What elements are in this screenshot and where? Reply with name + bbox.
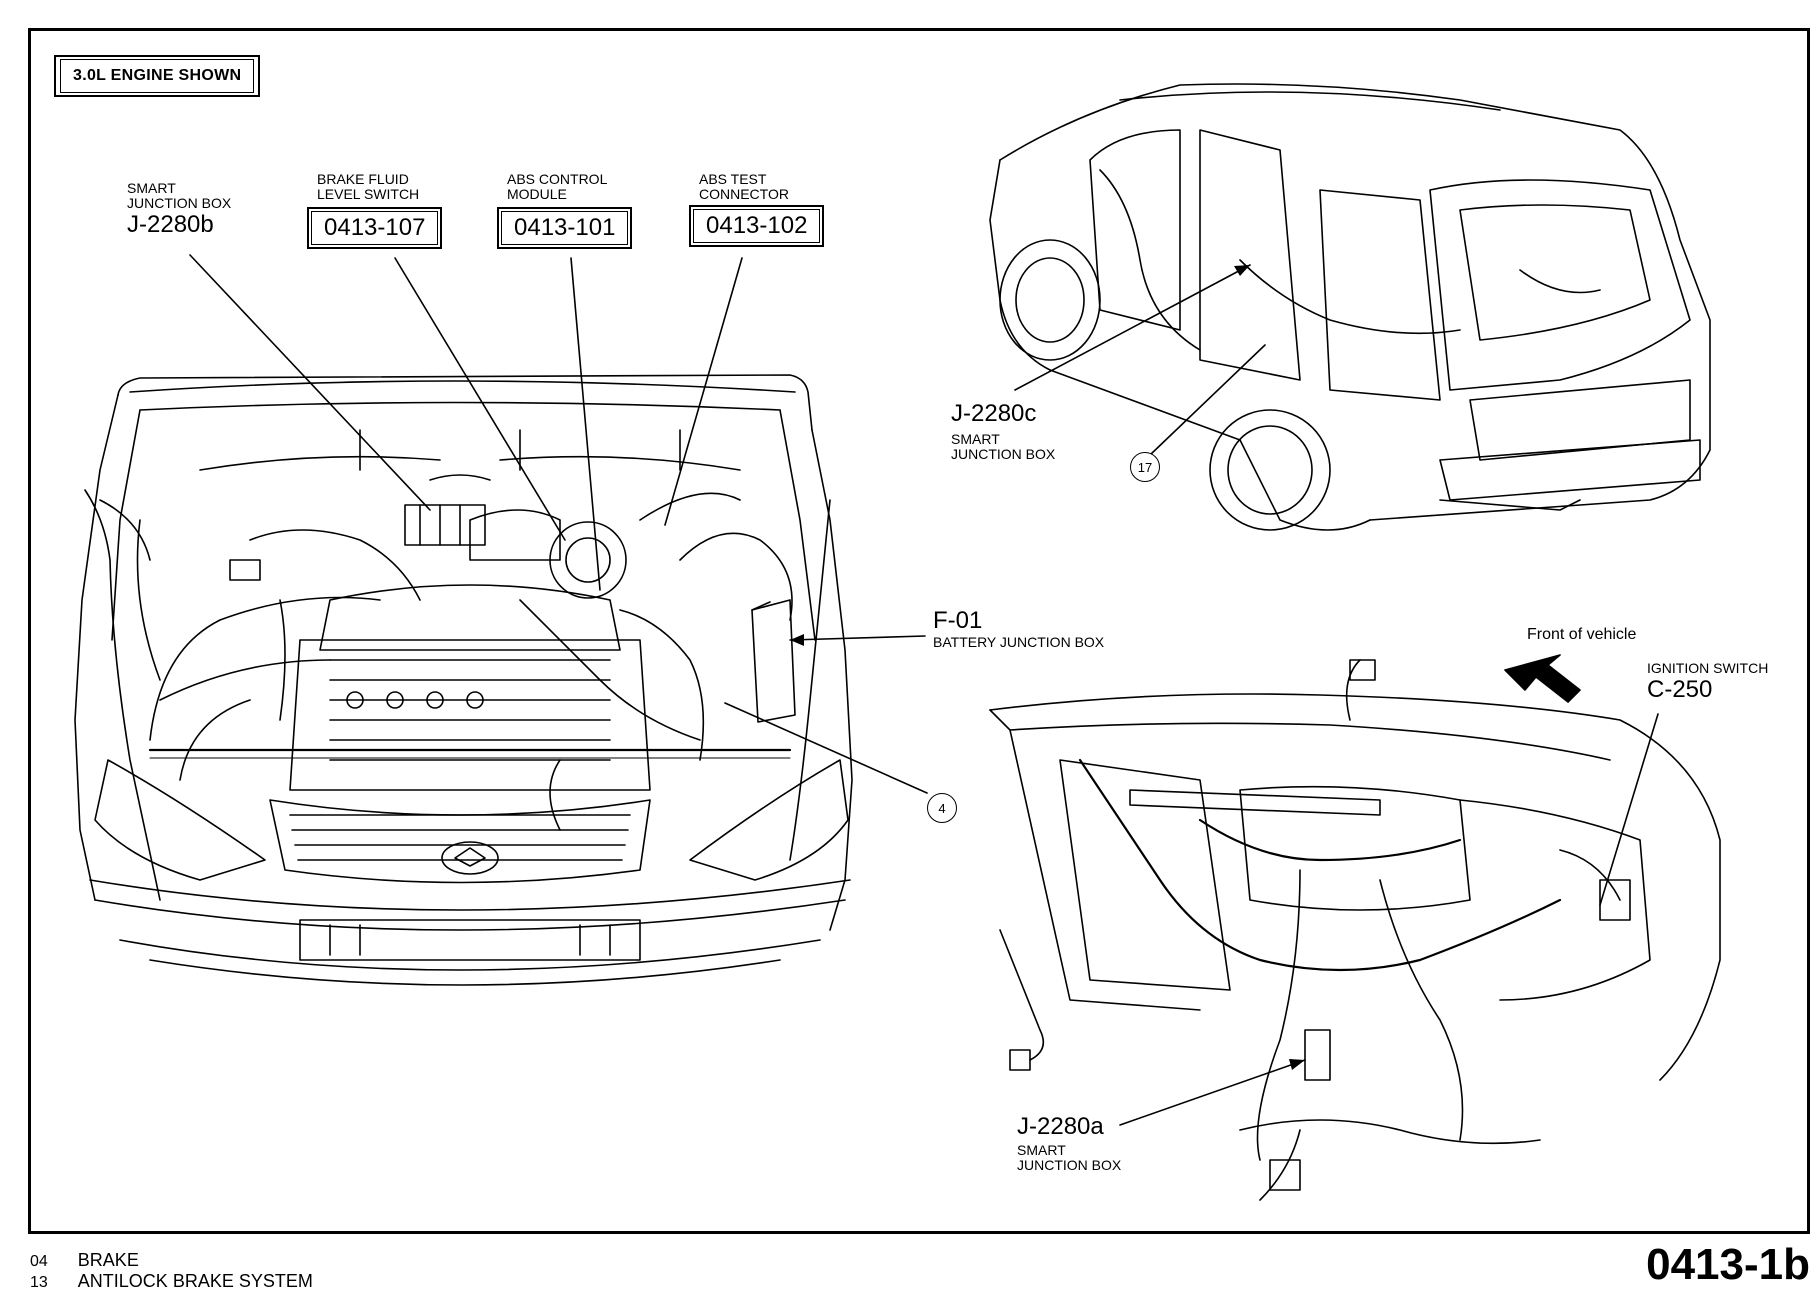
label-battery-junction-box: F-01 BATTERY JUNCTION BOX xyxy=(933,607,1104,650)
label-brake-fluid-level-switch: BRAKE FLUID LEVEL SWITCH xyxy=(317,172,419,202)
instrument-panel-illustration xyxy=(989,654,1721,1201)
label-line: JUNCTION BOX xyxy=(127,195,232,211)
label-line: JUNCTION BOX xyxy=(951,446,1056,462)
connector-code: J-2280c xyxy=(951,400,1037,427)
footer-section-number: 13 xyxy=(30,1274,48,1291)
label-line: BATTERY JUNCTION BOX xyxy=(933,634,1105,650)
connector-code: J-2280a xyxy=(1017,1113,1104,1140)
label-line: SMART xyxy=(1017,1142,1066,1158)
label-line: MODULE xyxy=(507,186,567,202)
label-abs-test-connector: ABS TEST CONNECTOR xyxy=(699,172,789,202)
connector-code: J-2280b xyxy=(127,211,214,238)
footer-group-number: 04 xyxy=(30,1253,48,1270)
label-front-of-vehicle: Front of vehicle xyxy=(1527,626,1637,643)
label-line: CONNECTOR xyxy=(699,186,789,202)
label-line: ABS CONTROL xyxy=(507,171,608,187)
callout-17: 17 xyxy=(1130,452,1160,482)
label-line: SMART xyxy=(951,431,1000,447)
abs-module-code-box: 0413-101 xyxy=(497,207,633,249)
connector-code: 0413-107 xyxy=(311,211,439,245)
label-line: JUNCTION BOX xyxy=(1017,1157,1122,1173)
footer-section-name: ANTILOCK BRAKE SYSTEM xyxy=(77,1271,313,1291)
label-line: LEVEL SWITCH xyxy=(317,186,420,202)
footer-group-name: BRAKE xyxy=(77,1250,139,1270)
connector-code: F-01 xyxy=(933,607,983,634)
label-line: IGNITION SWITCH xyxy=(1647,660,1769,676)
abs-test-code-box: 0413-102 xyxy=(689,205,825,247)
engine-note-text: 3.0L ENGINE SHOWN xyxy=(60,59,255,93)
label-abs-control-module: ABS CONTROL MODULE xyxy=(507,172,607,202)
diagram-frame xyxy=(28,28,1810,1234)
connector-code: C-250 xyxy=(1647,676,1713,703)
connector-code: 0413-101 xyxy=(501,211,629,245)
vehicle-rear-view-illustration xyxy=(989,83,1711,531)
label-smart-junction-box-a: J-2280a SMART JUNCTION BOX xyxy=(1017,1113,1121,1173)
connector-code: 0413-102 xyxy=(693,209,821,243)
callout-4: 4 xyxy=(927,793,957,823)
label-smart-junction-box-b: SMART JUNCTION BOX J-2280b xyxy=(127,181,231,239)
label-ignition-switch: IGNITION SWITCH C-250 xyxy=(1647,661,1768,704)
label-line: ABS TEST xyxy=(699,171,767,187)
engine-note: 3.0L ENGINE SHOWN xyxy=(54,55,261,97)
leader-arrowheads xyxy=(790,265,1305,1070)
footer-section: 04 BRAKE 13 ANTILOCK BRAKE SYSTEM xyxy=(30,1251,313,1291)
leader-lines xyxy=(189,254,1659,1126)
label-smart-junction-box-c: J-2280c SMART JUNCTION BOX xyxy=(951,400,1055,462)
page-code: 0413-1b xyxy=(1646,1240,1810,1289)
brake-fluid-code-box: 0413-107 xyxy=(307,207,443,249)
label-line: BRAKE FLUID xyxy=(317,171,409,187)
label-line: SMART xyxy=(127,180,176,196)
engine-bay-illustration xyxy=(74,374,853,986)
